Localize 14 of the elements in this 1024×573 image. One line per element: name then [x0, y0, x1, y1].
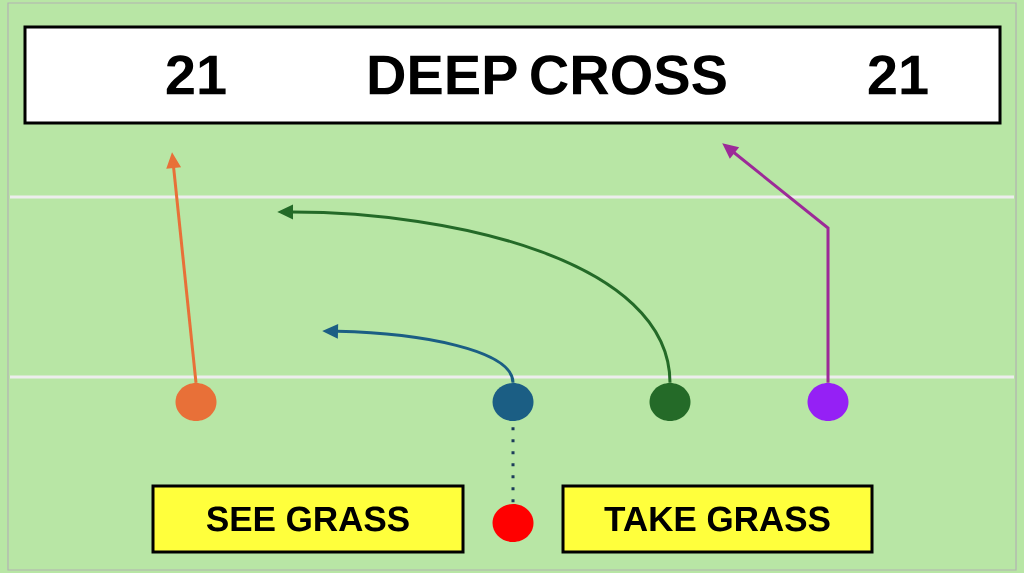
sign-box	[561, 484, 874, 554]
play-name: DEEP CROSS	[369, 55, 726, 95]
play-number: 21	[166, 55, 226, 95]
player-marker	[807, 383, 849, 421]
title-banner	[23, 25, 1002, 125]
dotted-line	[511, 427, 515, 503]
sign-box	[151, 484, 465, 554]
player-marker	[492, 504, 534, 542]
player-marker	[492, 383, 534, 421]
player-marker	[649, 383, 691, 421]
sign-text: TAKE GRASS	[604, 506, 830, 532]
player-marker	[175, 383, 217, 421]
sign-text: SEE GRASS	[206, 506, 409, 532]
play-number: 21	[868, 55, 928, 95]
